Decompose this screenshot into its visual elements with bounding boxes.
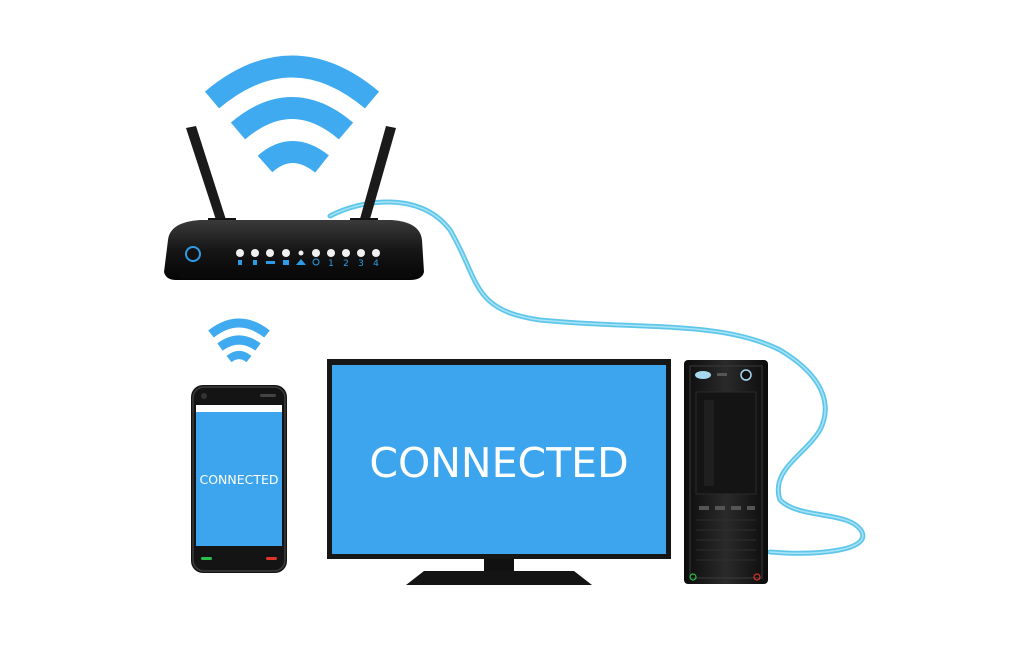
router-body: [164, 220, 424, 280]
phone-camera: [201, 393, 207, 399]
router-wifi-icon: [204, 55, 380, 173]
monitor-screen-text: CONNECTED: [369, 439, 628, 487]
wifi-router: 1 2 3 4: [164, 126, 424, 280]
ethernet-cable-highlight: [329, 201, 864, 554]
router-led-icons: [238, 258, 320, 266]
phone-end-call-button: [266, 557, 277, 560]
phone-speaker: [260, 394, 276, 397]
router-antenna-right: [358, 126, 396, 226]
phone-screen-text: CONNECTED: [199, 472, 278, 487]
router-port-label: 4: [373, 259, 379, 269]
tower-power-icon: [740, 369, 752, 381]
phone-status-bar: [196, 405, 282, 412]
desktop-tower: [684, 360, 768, 584]
monitor-screen: [332, 365, 666, 554]
tower-vent: [696, 519, 756, 561]
phone-call-button: [201, 557, 212, 560]
tower-logo: [695, 371, 711, 379]
router-port-label: 1: [328, 259, 334, 269]
tower-usb-ports: [699, 506, 755, 510]
tower-reset-button: [753, 573, 761, 581]
router-status-lights: [236, 249, 380, 257]
router-power-icon: [185, 246, 201, 262]
router-port-label: 2: [343, 259, 349, 269]
smartphone: CONNECTED: [191, 385, 287, 573]
monitor: CONNECTED: [327, 359, 671, 585]
router-antenna-left: [186, 126, 228, 226]
monitor-stand: [406, 571, 592, 585]
tower-status-light: [689, 573, 697, 581]
phone-wifi-icon: [208, 318, 270, 363]
phone-screen: [196, 405, 282, 546]
monitor-neck: [484, 559, 514, 571]
router-port-label: 3: [358, 259, 364, 269]
router-port-labels: 1 2 3 4: [328, 259, 379, 269]
